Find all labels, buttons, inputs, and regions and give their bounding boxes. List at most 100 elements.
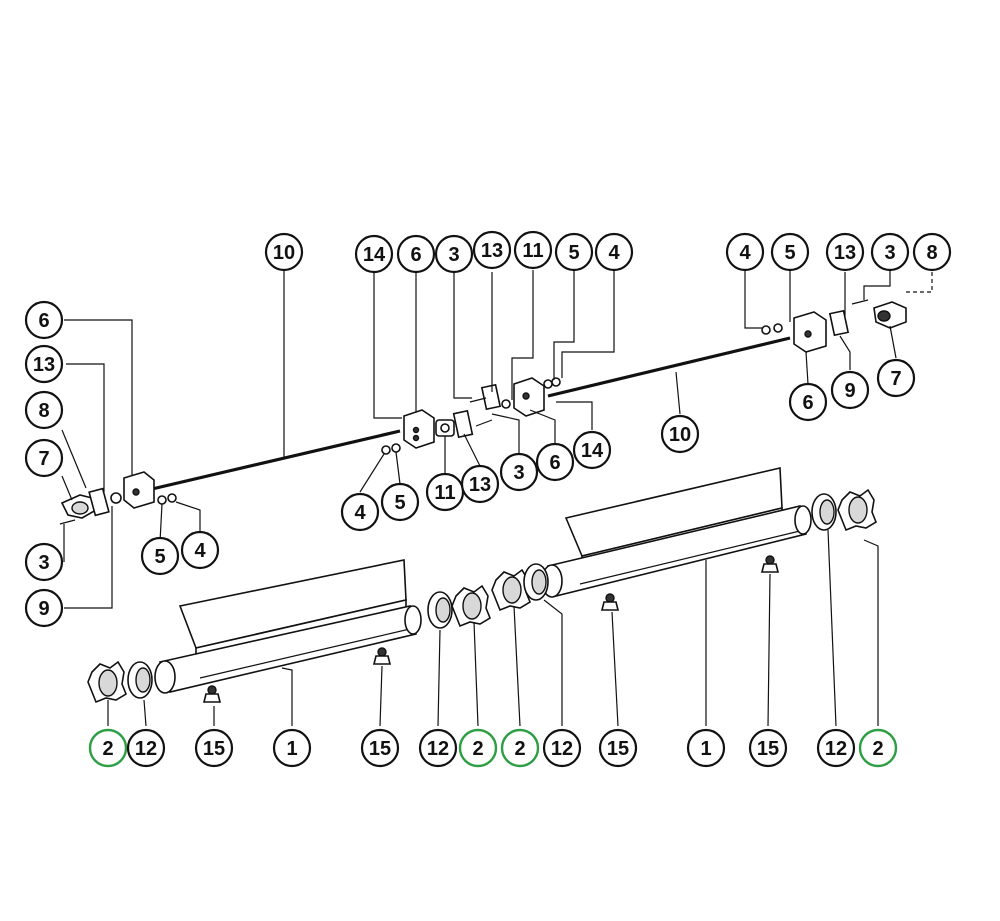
callout-label: 4 — [354, 502, 366, 524]
parts-layer — [59, 299, 907, 704]
callout-label: 6 — [802, 392, 813, 414]
callout-circle — [770, 232, 810, 272]
callout-label: 5 — [394, 492, 405, 514]
callout-label: 12 — [825, 738, 847, 760]
callout-label: 1 — [700, 738, 711, 760]
callout-label: 3 — [38, 552, 49, 574]
middle-joint-right — [469, 377, 561, 427]
callout-circle — [858, 728, 898, 768]
callout-label: 5 — [154, 546, 165, 568]
callout-label: 3 — [513, 462, 524, 484]
callout-label: 2 — [872, 738, 883, 760]
callout-circle — [24, 438, 64, 478]
callout-label: 14 — [363, 244, 386, 266]
callout-10-c29: 10 — [660, 414, 700, 454]
callout-13-c15: 13 — [24, 344, 64, 384]
callout-circle — [513, 230, 553, 270]
bearing-ring-middle-1 — [427, 591, 453, 629]
callout-label: 9 — [38, 598, 49, 620]
callout-circle — [542, 728, 582, 768]
callout-10-c01: 10 — [264, 232, 304, 272]
threaded-rod-right — [547, 336, 791, 398]
callout-label: 15 — [203, 738, 225, 760]
callout-circle — [88, 728, 128, 768]
callout-label: 15 — [757, 738, 779, 760]
callout-2-c33: 2 — [88, 728, 128, 768]
callout-circle — [24, 390, 64, 430]
callout-3-c18: 3 — [24, 542, 64, 582]
callout-circle — [830, 370, 870, 410]
callout-label: 2 — [514, 738, 525, 760]
callout-circle — [24, 344, 64, 384]
callout-label: 4 — [608, 242, 620, 264]
callout-circle — [194, 728, 234, 768]
callout-12-c41: 12 — [542, 728, 582, 768]
callout-8-c13: 8 — [912, 232, 952, 272]
callout-3-c12: 3 — [870, 232, 910, 272]
callout-15-c35: 15 — [194, 728, 234, 768]
callout-label: 11 — [434, 482, 455, 504]
callout-label: 1 — [286, 738, 297, 760]
bearing-ring-middle-2 — [523, 563, 549, 601]
callout-5-c07: 5 — [554, 232, 594, 272]
roller-right — [541, 467, 812, 598]
star-nut-far-left — [87, 660, 127, 704]
roller-left — [154, 559, 422, 694]
callout-circle — [660, 414, 700, 454]
leader-lines — [61, 270, 933, 727]
callout-12-c45: 12 — [816, 728, 856, 768]
callout-circle — [499, 452, 539, 492]
callout-12-c34: 12 — [126, 728, 166, 768]
callout-circle — [418, 728, 458, 768]
star-nut-middle-1 — [451, 584, 491, 628]
callout-circle — [360, 728, 400, 768]
callout-circle — [870, 232, 910, 272]
bearing-ring-left — [127, 661, 153, 699]
callout-6-c30: 6 — [788, 382, 828, 422]
callout-label: 9 — [844, 380, 855, 402]
callout-label: 3 — [884, 242, 895, 264]
callout-14-c02: 14 — [354, 234, 394, 274]
callout-circle — [460, 464, 500, 504]
callout-circle — [24, 300, 64, 340]
callout-circle — [825, 232, 865, 272]
callout-1-c36: 1 — [272, 728, 312, 768]
callout-circle — [340, 492, 380, 532]
callout-5-c10: 5 — [770, 232, 810, 272]
callout-circle — [598, 728, 638, 768]
callout-4-c22: 4 — [340, 492, 380, 532]
callout-11-c06: 11 — [513, 230, 553, 270]
fitting-left — [202, 685, 222, 703]
callout-circle — [126, 728, 166, 768]
callout-label: 4 — [194, 540, 206, 562]
callout-circle — [788, 382, 828, 422]
callout-label: 2 — [472, 738, 483, 760]
fitting-mid-right — [600, 593, 620, 611]
callout-13-c05: 13 — [472, 230, 512, 270]
callout-circle — [264, 232, 304, 272]
callout-circle — [572, 430, 612, 470]
callout-label: 6 — [38, 310, 49, 332]
callout-label: 15 — [369, 738, 391, 760]
callout-circle — [380, 482, 420, 522]
callout-label: 13 — [469, 474, 491, 496]
callout-13-c25: 13 — [460, 464, 500, 504]
callout-9-c19: 9 — [24, 588, 64, 628]
callout-circle — [748, 728, 788, 768]
callout-label: 3 — [448, 244, 459, 266]
callout-2-c40: 2 — [500, 728, 540, 768]
callout-label: 10 — [669, 424, 691, 446]
callout-label: 6 — [549, 452, 560, 474]
callout-circle — [24, 542, 64, 582]
callout-7-c32: 7 — [876, 358, 916, 398]
callout-15-c42: 15 — [598, 728, 638, 768]
callout-4-c21: 4 — [180, 530, 220, 570]
callout-label: 5 — [568, 242, 579, 264]
callout-13-c11: 13 — [825, 232, 865, 272]
callout-circle — [180, 530, 220, 570]
callout-6-c27: 6 — [535, 442, 575, 482]
callout-label: 6 — [410, 244, 421, 266]
callout-label: 11 — [522, 240, 543, 262]
callout-label: 12 — [135, 738, 157, 760]
callout-circle — [535, 442, 575, 482]
